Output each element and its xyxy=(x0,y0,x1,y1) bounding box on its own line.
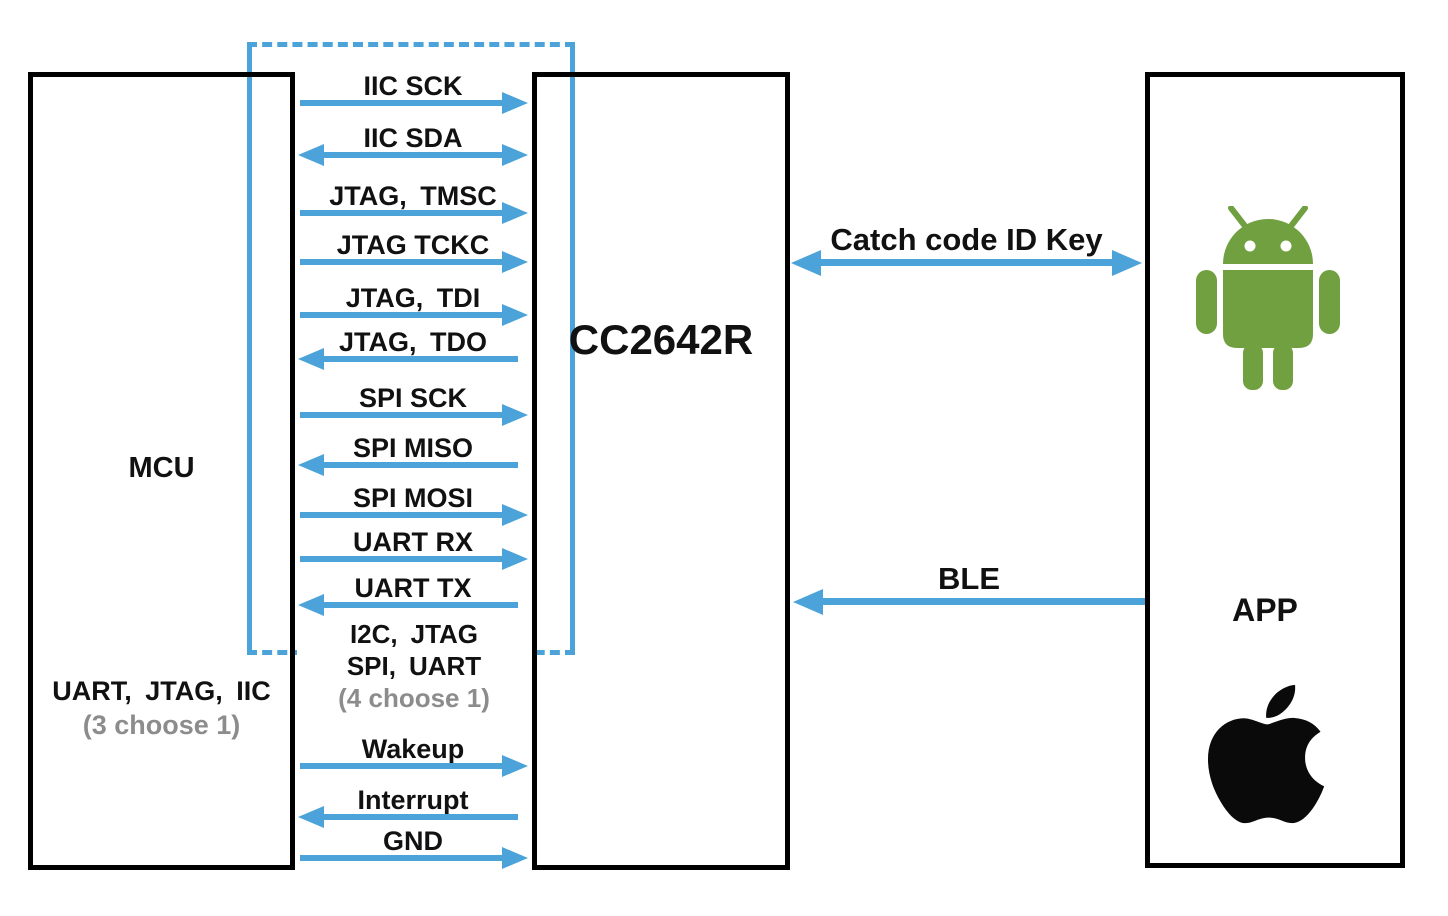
signal-label: JTAG TCKC xyxy=(336,230,490,260)
multiplex-note-choose: (4 choose 1) xyxy=(338,683,490,713)
signal-arrow-line xyxy=(300,412,504,418)
multiplex-note-line2: SPI, UART xyxy=(346,651,482,681)
signal-arrow-line xyxy=(300,512,504,518)
signal-arrow-line xyxy=(320,814,518,820)
arrowhead-right-icon xyxy=(502,755,528,777)
signal-label: IIC SDA xyxy=(363,123,463,153)
arrowhead-left-icon xyxy=(298,348,324,370)
signal-label: SPI SCK xyxy=(358,383,468,413)
signal-arrow-line xyxy=(300,259,504,265)
wireless-link-line xyxy=(817,259,1114,266)
wireless-link-label: Catch code ID Key xyxy=(830,222,1103,257)
arrowhead-right-icon xyxy=(502,92,528,114)
mcu-title: MCU xyxy=(128,452,195,484)
signal-arrow-line xyxy=(300,763,504,769)
mcu-interface-note: UART, JTAG, IIC xyxy=(52,676,271,706)
signal-label: UART RX xyxy=(353,527,473,557)
signal-arrow-line xyxy=(300,855,504,861)
arrowhead-right-icon xyxy=(502,404,528,426)
signal-label: SPI MISO xyxy=(352,433,474,463)
arrowhead-left-icon xyxy=(791,250,821,276)
signal-arrow-line xyxy=(320,356,518,362)
signal-arrow-line xyxy=(300,100,504,106)
arrowhead-left-icon xyxy=(298,454,324,476)
mcu-interface-note-choose: (3 choose 1) xyxy=(82,710,241,740)
arrowhead-right-icon xyxy=(502,847,528,869)
arrowhead-right-icon xyxy=(502,202,528,224)
signal-label: Wakeup xyxy=(361,734,465,764)
cc2642r-title: CC2642R xyxy=(568,316,754,363)
app-title: APP xyxy=(1232,592,1298,628)
signal-arrow-line xyxy=(320,152,504,158)
signal-label: GND xyxy=(383,826,443,856)
signal-arrow-line xyxy=(300,556,504,562)
wireless-link-line xyxy=(819,598,1145,605)
signal-label: Interrupt xyxy=(357,785,469,815)
arrowhead-right-icon xyxy=(502,144,528,166)
signal-label: JTAG, TMSC xyxy=(329,181,497,211)
signal-arrow-line xyxy=(300,210,504,216)
arrowhead-right-icon xyxy=(1112,250,1142,276)
mcu-box xyxy=(28,72,295,870)
android-logo-icon xyxy=(1196,206,1340,390)
multiplex-note-line1: I2C, JTAG xyxy=(349,619,479,649)
app-box xyxy=(1145,72,1405,868)
signal-label: SPI MOSI xyxy=(352,483,474,513)
signal-arrow-line xyxy=(320,602,518,608)
signal-arrow-line xyxy=(300,312,504,318)
signal-label: UART TX xyxy=(354,573,472,603)
arrowhead-left-icon xyxy=(298,806,324,828)
apple-logo-icon xyxy=(1207,684,1325,824)
signal-multiplex-note: I2C, JTAG SPI, UART (4 choose 1) xyxy=(297,618,531,722)
signal-label: JTAG, TDO xyxy=(339,327,487,357)
arrowhead-right-icon xyxy=(502,548,528,570)
arrowhead-left-icon xyxy=(298,594,324,616)
cc2642r-box xyxy=(532,72,790,870)
arrowhead-right-icon xyxy=(502,251,528,273)
arrowhead-right-icon xyxy=(502,504,528,526)
arrowhead-right-icon xyxy=(502,304,528,326)
signal-label: JTAG, TDI xyxy=(345,283,481,313)
signal-label: IIC SCK xyxy=(363,71,463,101)
signal-arrow-line xyxy=(320,462,518,468)
arrowhead-left-icon xyxy=(793,589,823,615)
wireless-link-label: BLE xyxy=(938,561,1000,596)
arrowhead-left-icon xyxy=(298,144,324,166)
